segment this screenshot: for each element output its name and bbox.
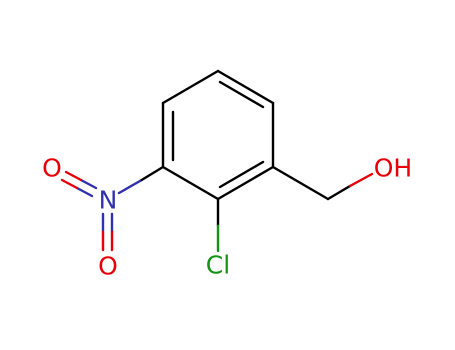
ring-double-inner-bottom-right	[218, 160, 265, 189]
bond-n-to-o-top-blue-b	[75, 186, 94, 198]
nitro-oxygen-bottom-label: O	[98, 252, 118, 281]
bond-ring-to-n-black	[138, 165, 165, 183]
ring-bond-top-left	[161, 69, 220, 105]
benzene-ring	[161, 69, 275, 201]
bond-ring-to-n-blue	[117, 179, 142, 195]
bond-ch2-to-o-red	[348, 172, 374, 188]
chlorine-label: Cl	[206, 251, 230, 280]
ring-bond-bottom-left	[161, 165, 220, 201]
nitro-group: N O O	[42, 154, 165, 281]
chloro-group: Cl	[206, 197, 230, 280]
ring-double-inner-top-right	[218, 80, 265, 109]
nitro-nitrogen-label: N	[99, 186, 118, 215]
hydroxymethyl-group: OH	[271, 154, 412, 201]
bond-n-to-o-top-blue-a	[79, 178, 98, 190]
bond-n-to-o-top-red-b	[60, 178, 79, 190]
bond-ch2-to-o-black	[326, 184, 352, 201]
hydroxyl-label: OH	[374, 154, 412, 183]
bond-ring-to-ch2	[271, 165, 330, 201]
bond-n-to-o-top-red-a	[64, 170, 83, 182]
nitro-oxygen-top-label: O	[42, 154, 62, 183]
ring-bond-bottom-right	[216, 165, 275, 201]
ring-bond-top-right	[216, 69, 275, 105]
